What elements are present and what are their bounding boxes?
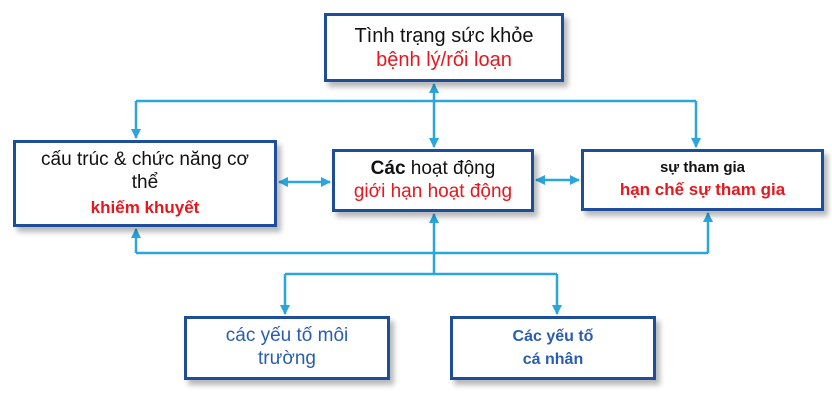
participation-subtitle: hạn chế sự tham gia [619,180,786,200]
personal-factors-line1: Các yếu tố [512,328,594,346]
health-condition-subtitle: bệnh lý/rối loạn [376,48,512,71]
body-function-box: cấu trúc & chức năng cơ thể khiếm khuyết [13,140,277,227]
body-function-title-line1: cấu trúc & chức năng cơ [41,149,249,170]
body-function-subtitle: khiếm khuyết [90,197,200,217]
health-condition-title: Tình trạng sức khỏe [354,24,534,47]
activity-title-rest: hoạt động [405,157,496,179]
personal-factors-box: Các yếu tố cá nhân [450,316,656,380]
health-condition-box: Tình trạng sức khỏe bệnh lý/rối loạn [324,13,564,82]
participation-title: sự tham gia [659,159,746,177]
participation-box: sự tham gia hạn chế sự tham gia [581,149,824,211]
environmental-factors-box: các yếu tố môi trường [184,316,390,380]
personal-factors-line2: cá nhân [522,350,584,368]
activity-subtitle: giới hạn hoạt động [353,180,513,202]
activity-title-bold: Các [370,157,406,179]
activity-title: Các hoạt động [371,158,496,181]
activity-box: Các hoạt động giới hạn hoạt động [332,149,534,212]
environmental-factors-line1: các yếu tố môi [225,325,349,347]
body-function-title-line2: thể [131,171,159,193]
environmental-factors-line2: trường [258,348,316,369]
